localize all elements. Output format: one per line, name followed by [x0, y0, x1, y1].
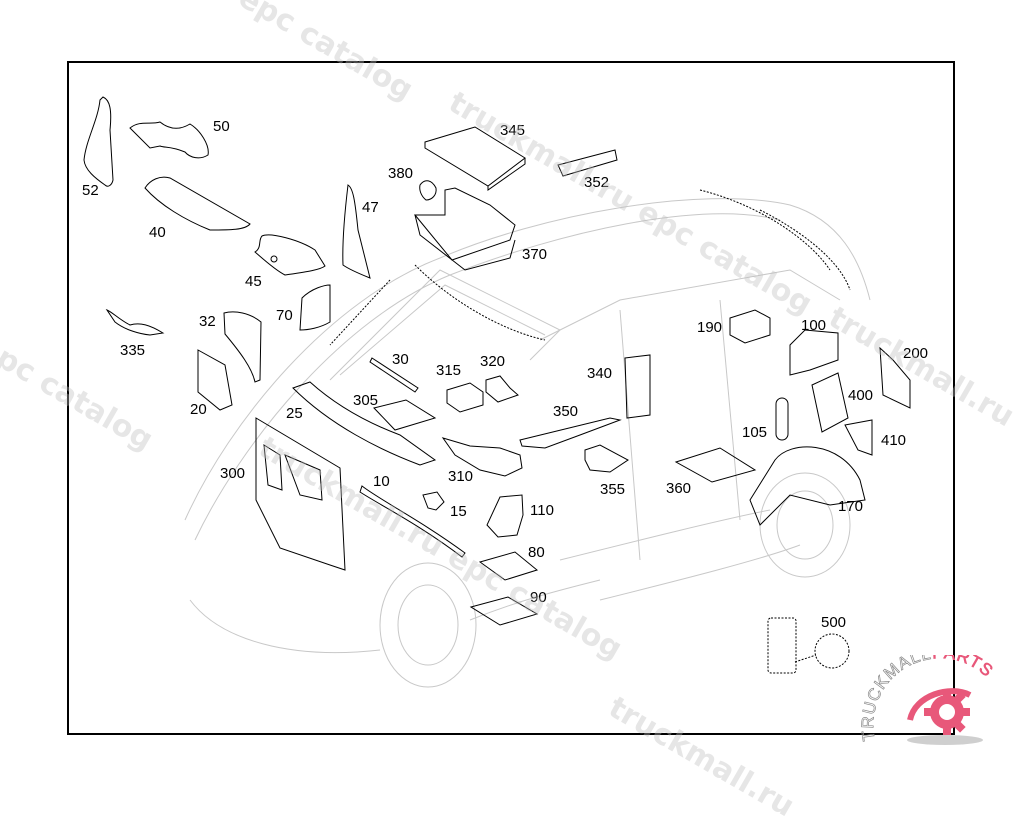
truckmall-parts-logo: TRUCKMALLPARTS	[858, 655, 996, 745]
part-label-352[interactable]: 352	[584, 174, 610, 191]
parts-diagram	[83, 96, 911, 688]
part-label-320[interactable]: 320	[480, 353, 506, 370]
logo-swoosh	[907, 688, 972, 721]
part-label-300[interactable]: 300	[220, 465, 246, 482]
part-52-shape	[83, 96, 114, 187]
part-410-shape	[844, 419, 873, 456]
part-190-shape	[729, 309, 771, 344]
part-label-90[interactable]: 90	[530, 589, 547, 606]
part-335-shape	[105, 308, 165, 336]
part-400-shape	[811, 372, 849, 433]
part-label-32[interactable]: 32	[199, 313, 216, 330]
part-label-25[interactable]: 25	[286, 405, 303, 422]
part-label-190[interactable]: 190	[697, 319, 723, 336]
part-label-500[interactable]: 500	[821, 614, 847, 631]
part-label-45[interactable]: 45	[245, 273, 262, 290]
part-label-170[interactable]: 170	[838, 498, 864, 515]
car-body-outline	[184, 198, 871, 688]
part-380-shape	[419, 180, 437, 201]
part-500-shape	[767, 617, 850, 674]
part-label-315[interactable]: 315	[436, 362, 462, 379]
part-label-360[interactable]: 360	[666, 480, 692, 497]
part-40-shape	[144, 176, 251, 231]
part-label-305[interactable]: 305	[353, 392, 379, 409]
part-355-shape	[584, 444, 629, 473]
part-label-80[interactable]: 80	[528, 544, 545, 561]
part-label-380[interactable]: 380	[388, 165, 414, 182]
part-300-shape	[255, 417, 346, 571]
part-label-200[interactable]: 200	[903, 345, 929, 362]
part-320-shape	[485, 375, 519, 403]
part-110-shape	[486, 494, 524, 538]
part-label-15[interactable]: 15	[450, 503, 467, 520]
part-15-shape	[422, 491, 445, 511]
part-label-400[interactable]: 400	[848, 387, 874, 404]
part-label-370[interactable]: 370	[522, 246, 548, 263]
part-10-shape	[359, 485, 466, 558]
part-label-20[interactable]: 20	[190, 401, 207, 418]
part-90-shape	[469, 596, 539, 626]
part-352-shape	[557, 149, 618, 177]
part-label-350[interactable]: 350	[553, 403, 579, 420]
part-350-shape	[519, 417, 622, 449]
part-45-shape	[254, 234, 326, 276]
part-25-shape	[292, 381, 437, 466]
part-label-47[interactable]: 47	[362, 199, 379, 216]
part-70-shape	[299, 284, 331, 331]
part-340-shape	[624, 354, 651, 419]
part-label-410[interactable]: 410	[881, 432, 907, 449]
part-label-30[interactable]: 30	[392, 351, 409, 368]
part-100-shape	[789, 329, 839, 376]
part-label-70[interactable]: 70	[276, 307, 293, 324]
part-label-100[interactable]: 100	[801, 317, 827, 334]
part-315-shape	[446, 382, 484, 413]
car-body-lines	[329, 189, 851, 346]
part-label-50[interactable]: 50	[213, 118, 230, 135]
part-30-shape	[369, 357, 419, 393]
part-50-shape	[129, 121, 209, 159]
part-305-shape	[373, 399, 437, 431]
part-label-110[interactable]: 110	[530, 502, 554, 519]
part-label-10[interactable]: 10	[373, 473, 390, 490]
part-370-shape	[413, 187, 516, 261]
gear-icon	[924, 689, 970, 735]
part-label-52[interactable]: 52	[82, 182, 99, 199]
part-label-40[interactable]: 40	[149, 224, 166, 241]
part-200-shape	[879, 346, 911, 409]
part-label-310[interactable]: 310	[448, 468, 474, 485]
part-105-shape	[775, 397, 789, 441]
part-label-340[interactable]: 340	[587, 365, 613, 382]
part-20-shape	[197, 349, 233, 411]
part-label-345[interactable]: 345	[500, 122, 526, 139]
part-80-shape	[478, 551, 539, 581]
part-label-355[interactable]: 355	[600, 481, 626, 498]
part-label-105[interactable]: 105	[742, 424, 768, 441]
part-310-shape	[441, 437, 523, 477]
part-360-shape	[674, 447, 757, 483]
part-label-335[interactable]: 335	[120, 342, 146, 359]
part-170-shape	[749, 446, 866, 526]
logo-shadow	[907, 735, 983, 745]
part-47-shape	[342, 184, 371, 279]
part-32-shape	[223, 311, 262, 383]
